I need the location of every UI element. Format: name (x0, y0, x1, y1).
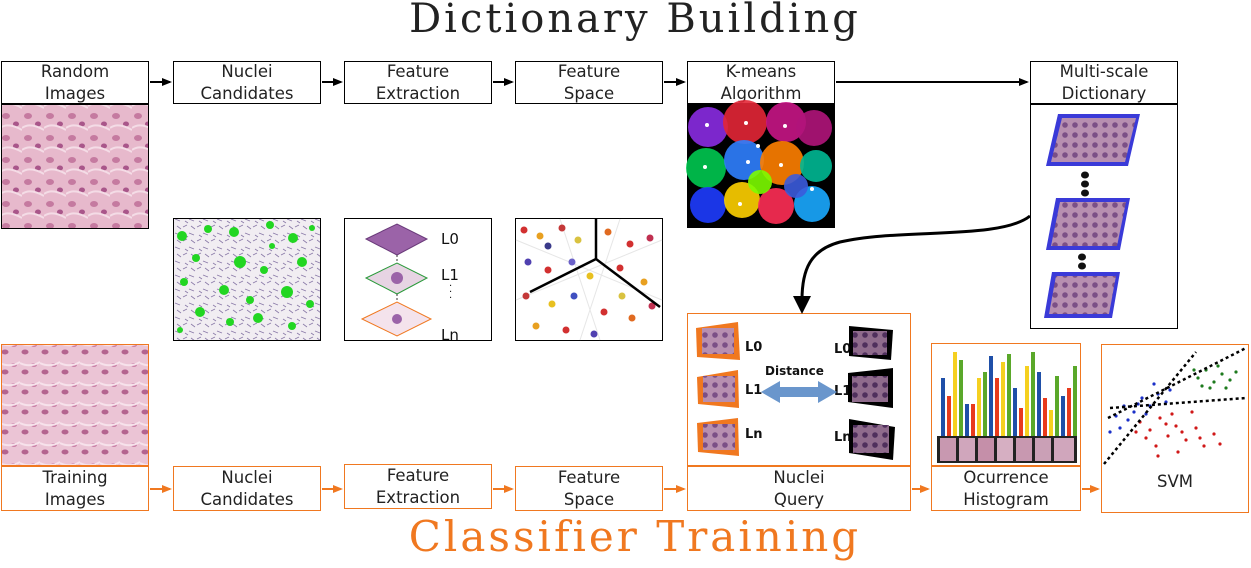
query-left-l1: L1 (745, 383, 763, 398)
feature-space-box-bottom: Feature Space (515, 466, 663, 511)
level-label-ln: Ln (441, 326, 459, 344)
query-left-ln: Ln (745, 427, 763, 442)
dictionary-building-title: Dictionary Building (409, 0, 861, 42)
feature-space-top-line1: Feature (557, 61, 621, 81)
level-label-l0: L0 (441, 230, 459, 248)
feature-pyramid (360, 223, 433, 337)
feature-extraction-bottom-line1: Feature (386, 465, 450, 485)
nuclei-candidates-top-line1: Nuclei (221, 61, 273, 81)
occurrence-histogram-line1: Ocurrence (963, 467, 1049, 487)
query-right-l0: L0 (834, 342, 852, 357)
feature-extraction-top-line2: Extraction (375, 83, 461, 103)
multiscale-dictionary-box: Multi-scale Dictionary (1030, 61, 1178, 104)
feature-extraction-top-line1: Feature (386, 61, 450, 81)
nuclei-candidates-top-line2: Candidates (200, 83, 294, 103)
random-images-label-line2: Images (44, 83, 106, 103)
kmeans-box: K-means Algorithm (687, 61, 835, 104)
feature-space-box-top: Feature Space (515, 61, 663, 104)
multiscale-label-line1: Multi-scale (1059, 61, 1149, 81)
query-right-l1: L1 (834, 384, 852, 399)
svm-box: SVM (1101, 344, 1249, 513)
occurrence-histogram-box: Ocurrence Histogram (931, 466, 1081, 511)
nuclei-query-line2: Query (773, 489, 825, 509)
random-tissue-texture (2, 105, 148, 228)
dictionary-stacks (1044, 114, 1140, 318)
query-left-l0: L0 (745, 340, 763, 355)
kmeans-label-line1: K-means (725, 61, 797, 81)
nuclei-texture (174, 219, 320, 340)
random-images-box: Random Images (1, 61, 149, 104)
training-tissue-texture (2, 345, 148, 465)
histogram-bars (937, 352, 1077, 463)
query-right-ln: Ln (834, 430, 852, 445)
nuclei-highlights (177, 221, 315, 333)
training-images-box: Training Images (1, 466, 149, 511)
feature-extraction-box-top: Feature Extraction (344, 61, 492, 104)
distance-double-arrow (761, 381, 837, 403)
classifier-training-title: Classifier Training (408, 512, 862, 561)
nuclei-query-box: Nuclei Query (687, 466, 911, 511)
nuclei-candidates-box-bottom: Nuclei Candidates (173, 466, 321, 511)
feature-space-points (515, 218, 663, 341)
query-patches (696, 322, 895, 460)
nuclei-candidates-box-top: Nuclei Candidates (173, 61, 321, 104)
nuclei-candidates-bottom-line1: Nuclei (221, 467, 273, 487)
feature-space-bottom-line2: Space (563, 489, 615, 509)
feature-space-bottom-line1: Feature (557, 467, 621, 487)
svm-scatter (1103, 346, 1247, 465)
nuclei-query-line1: Nuclei (773, 467, 825, 487)
level-label-l1: L1 (441, 266, 459, 284)
training-images-line1: Training (42, 467, 108, 487)
svm-label: SVM (1157, 472, 1193, 491)
occurrence-histogram-line2: Histogram (963, 489, 1049, 509)
multiscale-label-line2: Dictionary (1061, 83, 1147, 103)
kmeans-clusters (686, 100, 833, 226)
random-images-label-line1: Random (40, 61, 110, 81)
feature-extraction-box-bottom: Feature Extraction (344, 464, 492, 509)
curved-arrow-down-icon (800, 214, 1031, 301)
level-label-dots: · · · (449, 281, 453, 304)
feature-space-top-line2: Space (563, 83, 615, 103)
kmeans-label-line2: Algorithm (720, 83, 802, 103)
feature-extraction-bottom-line2: Extraction (375, 487, 461, 507)
training-images-line2: Images (44, 489, 106, 509)
distance-label: Distance (765, 364, 824, 378)
nuclei-candidates-bottom-line2: Candidates (200, 489, 294, 509)
